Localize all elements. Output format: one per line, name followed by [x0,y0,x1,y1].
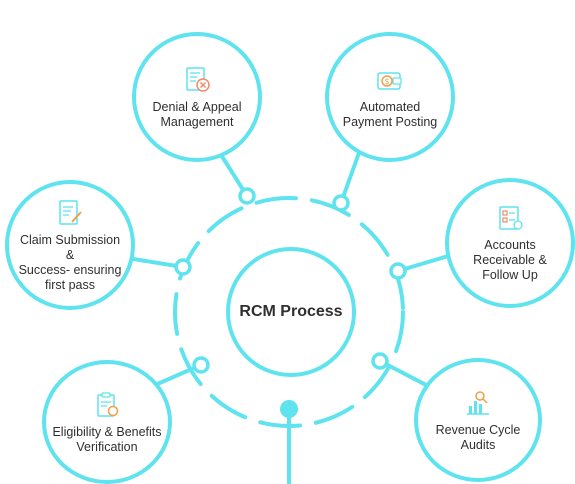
junction-dot-bottom [280,400,298,418]
svg-text:$: $ [384,77,389,86]
junction-dot-eligibility [192,356,210,374]
node-claim-submission: Claim Submission & Success- ensuring fir… [5,180,135,310]
node-label: Revenue Cycle Audits [435,422,521,452]
connector-denial [216,148,249,198]
junction-dot-audits [371,352,389,370]
document-x-icon [186,66,210,92]
node-denial-appeal: Denial & Appeal Management [132,32,262,162]
center-label: RCM Process [239,303,343,320]
center-node: RCM Process [226,247,356,377]
bar-chart-search-icon [467,390,489,415]
junction-dot-payment [332,194,350,212]
node-label: Automated Payment Posting [342,99,438,129]
node-revenue-audits: Revenue Cycle Audits [414,358,542,482]
node-label: Denial & Appeal Management [152,99,242,129]
node-eligibility-benefits: Eligibility & Benefits Verification [42,360,172,484]
connector-audits [379,359,429,388]
wallet-dollar-icon: $ [377,71,402,90]
node-label: Accounts Receivable & Follow Up [473,238,547,282]
node-payment-posting: $ Automated Payment Posting [325,32,455,162]
junction-dot-denial [238,187,256,205]
junction-dot-receivable [389,262,407,280]
connector-payment [339,149,362,204]
junction-dot-claim [174,258,192,276]
checklist-clipboard-icon [499,206,523,230]
connector-claim [126,256,184,269]
node-label: Eligibility & Benefits Verification [52,424,162,454]
node-accounts-receivable: Accounts Receivable & Follow Up [445,178,575,308]
clipboard-badge-icon [97,391,119,417]
node-label: Claim Submission & Success- ensuring fir… [18,232,122,292]
document-pen-icon [59,199,82,225]
